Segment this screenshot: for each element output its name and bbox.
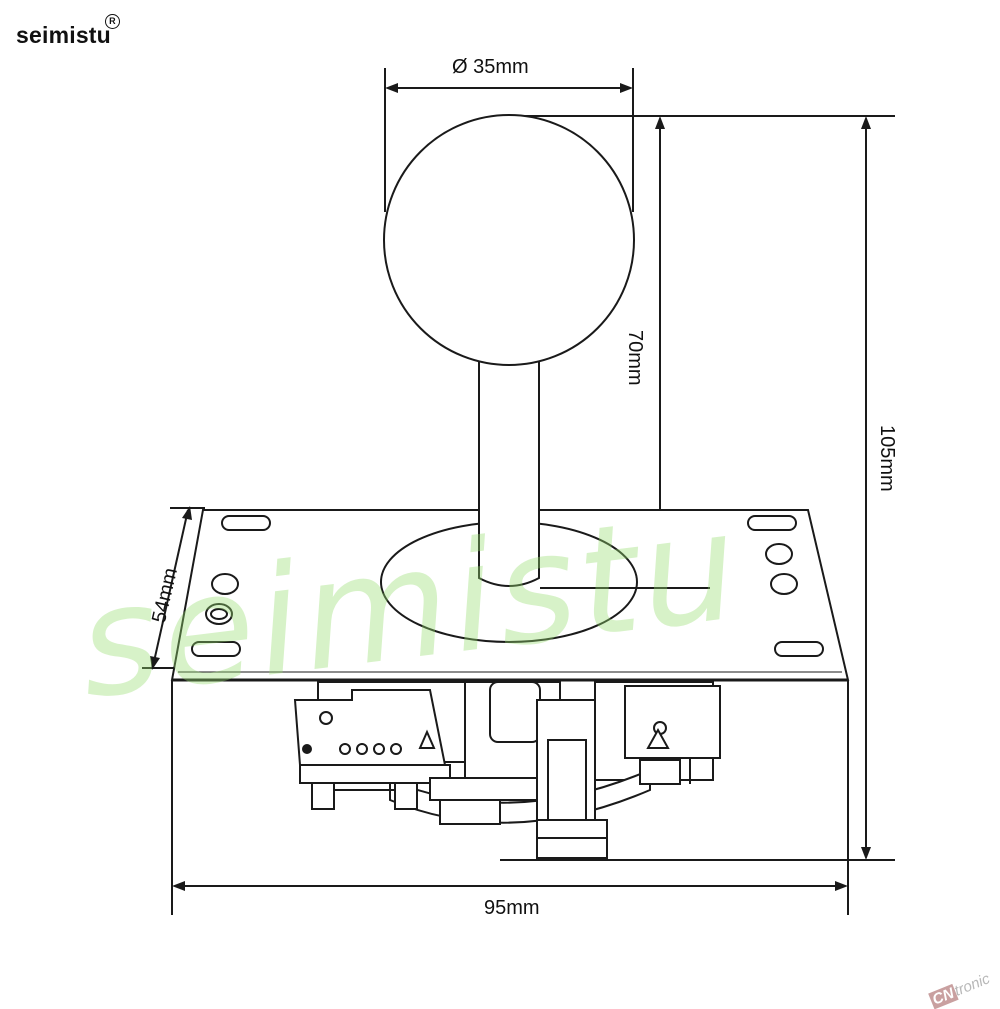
ball-top bbox=[383, 114, 635, 366]
plate-width-dimension-line bbox=[171, 680, 849, 915]
plate-depth-dimension-line bbox=[142, 506, 205, 670]
total-height-dimension-line bbox=[500, 115, 895, 861]
microswitch-housing bbox=[293, 681, 721, 859]
joystick-shaft bbox=[478, 344, 540, 587]
total-height-label: 105mm bbox=[876, 425, 898, 492]
shaft-height-label: 70mm bbox=[624, 330, 646, 386]
brand-logo: seimistu R bbox=[16, 14, 120, 49]
ball-diameter-label: Ø 35mm bbox=[452, 56, 529, 78]
registered-mark: R bbox=[104, 14, 120, 29]
ball-diameter-dimension-line bbox=[384, 68, 634, 212]
plate-width-label: 95mm bbox=[484, 897, 540, 919]
brand-name: seimistu bbox=[16, 22, 111, 48]
